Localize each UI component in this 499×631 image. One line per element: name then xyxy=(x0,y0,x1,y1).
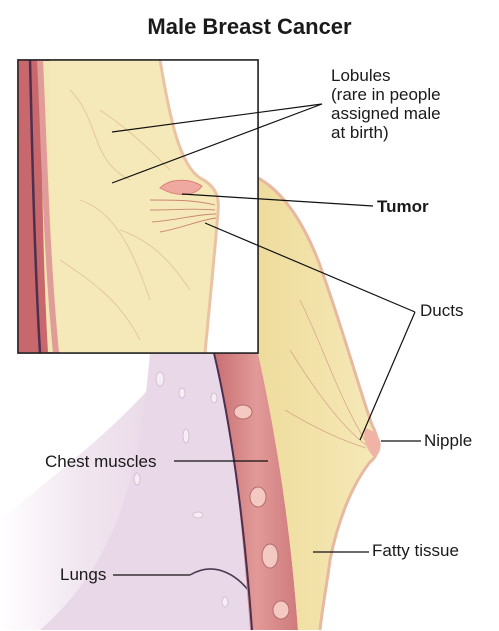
label-nipple: Nipple xyxy=(424,431,473,450)
lung-region-upper xyxy=(40,353,250,630)
muscle-fiber xyxy=(249,486,267,508)
lung-dot xyxy=(155,371,165,387)
muscle-fiber xyxy=(233,404,253,420)
label-tumor: Tumor xyxy=(377,197,429,216)
lung-dot xyxy=(133,472,141,486)
fatty-tissue xyxy=(258,178,378,630)
tumor xyxy=(159,179,203,195)
leader-ducts-main xyxy=(359,311,416,441)
lung-dot xyxy=(210,392,218,404)
lung-dot xyxy=(178,387,186,399)
label-fatty-tissue: Fatty tissue xyxy=(372,541,459,560)
label-lungs: Lungs xyxy=(60,565,107,584)
leader-tumor xyxy=(181,193,374,207)
leader-ducts-inset xyxy=(204,222,416,313)
nipple xyxy=(364,428,381,458)
inset-skin-right xyxy=(160,60,258,353)
skin-edge xyxy=(257,176,380,631)
leader-lobules-2 xyxy=(111,103,323,184)
lung-dot xyxy=(182,428,190,444)
lung-dot xyxy=(221,596,229,608)
muscle-fiber xyxy=(261,543,279,569)
label-ducts: Ducts xyxy=(420,301,464,320)
lung-dot xyxy=(192,511,204,519)
label-chest-muscles: Chest muscles xyxy=(45,452,157,471)
diagram-title: Male Breast Cancer xyxy=(147,14,352,39)
label-lobules: Lobules (rare in people assigned male at… xyxy=(331,66,441,142)
leader-lobules-1 xyxy=(111,103,323,133)
muscle-fiber xyxy=(272,600,290,620)
